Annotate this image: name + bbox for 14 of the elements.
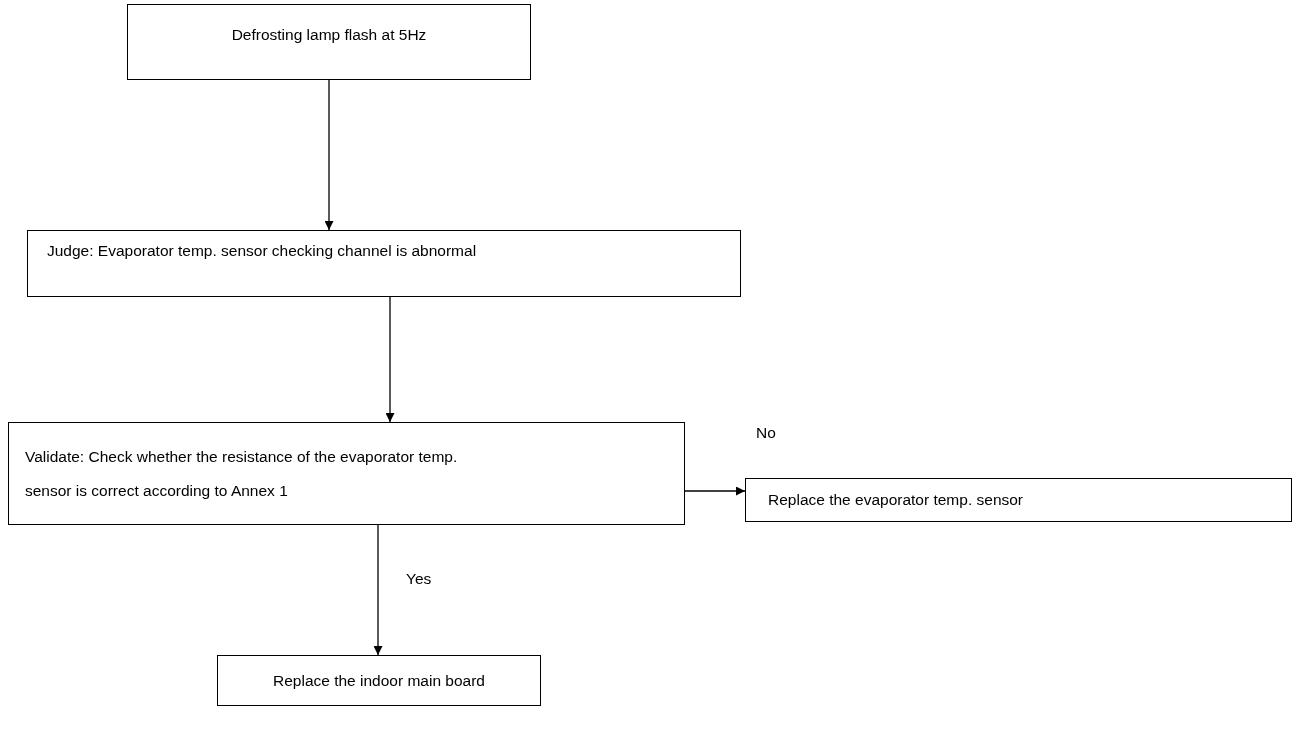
arrow	[324, 79, 334, 231]
box-text: Judge: Evaporator temp. sensor checking channel is abnormal	[47, 241, 477, 261]
box-text: Defrosting lamp flash at 5Hz	[231, 25, 427, 45]
arrow	[385, 296, 395, 423]
process-box	[27, 230, 741, 297]
box-text: Replace the indoor main board	[273, 670, 485, 691]
process-box	[217, 655, 541, 706]
arrow	[684, 486, 746, 496]
process-box	[745, 478, 1292, 522]
process-box	[127, 4, 531, 80]
process-box	[8, 422, 685, 525]
box-text: Replace the evaporator temp. sensor	[768, 490, 1024, 510]
box-text: Validate: Check whether the resistance of the evaporator temp. sensor is correct according to Annex 1	[25, 446, 459, 501]
arrow	[373, 524, 383, 656]
